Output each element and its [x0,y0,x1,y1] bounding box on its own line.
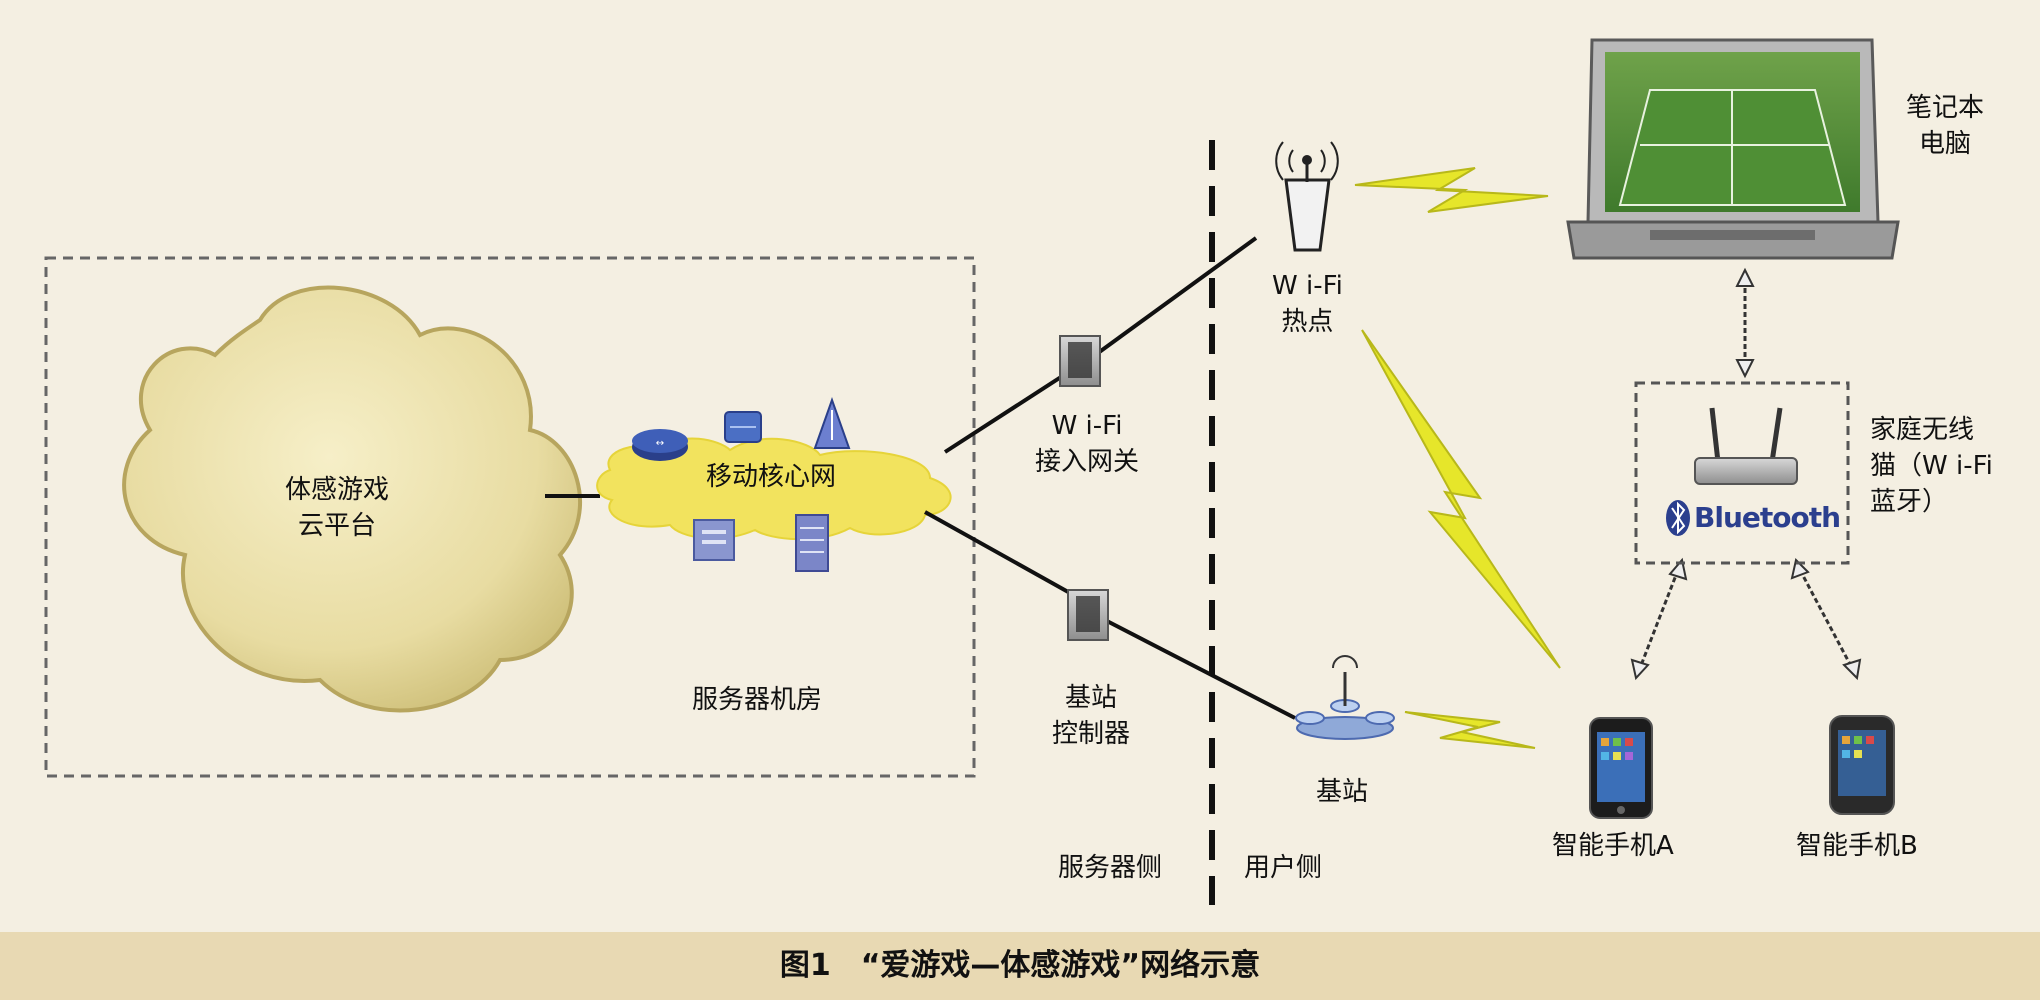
figure-caption: 图1 “爱游戏—体感游戏”网络示意 [779,948,1261,983]
wireless-bolt-hotspot-laptop [1354,167,1549,213]
router-icon: ↔ [632,429,688,461]
wifi-gateway-label-line2: 接入网关 [1035,447,1140,477]
cloud-platform-label-line1: 体感游戏 [285,475,390,505]
user-side-label: 用户侧 [1244,853,1323,883]
server-room-label: 服务器机房 [692,685,823,715]
server-side-label: 服务器侧 [1058,853,1163,883]
bs-controller-label-line1: 基站 [1065,683,1118,713]
laptop-label-line1: 笔记本 [1906,93,1985,123]
wifi-gateway-label-line1: W i-Fi [1051,411,1123,441]
phone-b-label: 智能手机B [1796,831,1918,861]
laptop-label-line2: 电脑 [1919,129,1972,159]
wifi-gateway-icon [1059,335,1101,387]
base-station-icon [1295,655,1395,740]
arrow-laptop-modem [1735,267,1755,379]
bs-controller-label: 基站 控制器 [1052,680,1130,752]
laptop-icon [1566,38,1900,260]
server-room-box [44,256,976,778]
wifi-gateway-label: W i-Fi 接入网关 [1035,408,1139,480]
link-bs-controller-base-station [1104,618,1296,720]
link-core-bs-controller [924,510,1071,595]
home-modem-label-line1: 家庭无线 [1870,415,1975,445]
home-modem-box [1634,381,1850,565]
home-modem-label: 家庭无线 猫（W i-Fi 蓝牙） [1870,412,1993,520]
link-wifi-gateway-hotspot [1096,236,1258,355]
antenna-node-icon [813,397,851,449]
link-core-wifi-gateway [943,364,1080,454]
wireless-modem-icon [1694,407,1798,485]
home-modem-label-line2: 猫（W i-Fi [1870,451,1993,481]
arrow-modem-phone-b [1790,558,1862,681]
bs-controller-icon [1067,589,1109,641]
bs-controller-label-line2: 控制器 [1052,719,1131,749]
wireless-bolt-hotspot-phone [1361,329,1561,669]
smartphone-b-icon [1829,715,1895,815]
svg-text:↔: ↔ [656,438,664,449]
wifi-hotspot-label-line1: W i-Fi [1272,271,1343,301]
phone-a-label: 智能手机A [1552,831,1674,861]
core-network-label: 移动核心网 [706,462,837,492]
laptop-label: 笔记本 电脑 [1906,90,1984,162]
bluetooth-icon [1666,500,1690,536]
caption-bar [0,932,2040,1000]
home-modem-label-line3: 蓝牙） [1870,487,1949,517]
smartphone-a-icon [1589,717,1653,819]
wireless-bolt-basestation-phone [1404,711,1536,749]
wifi-hotspot-label-line2: 热点 [1281,307,1334,337]
arrow-modem-phone-a [1630,557,1688,681]
bluetooth-logo-text: Bluetooth [1694,501,1841,534]
wifi-hotspot-icon [1275,141,1339,252]
rack-server-icon [795,514,829,572]
server-node-icon [693,519,735,561]
switch-icon [724,411,762,443]
cloud-platform-shape [122,285,583,713]
base-station-label: 基站 [1316,777,1369,807]
cloud-platform-label-line2: 云平台 [298,511,377,541]
cloud-platform-label: 体感游戏 云平台 [285,472,389,544]
wifi-hotspot-label: W i-Fi 热点 [1272,268,1343,340]
